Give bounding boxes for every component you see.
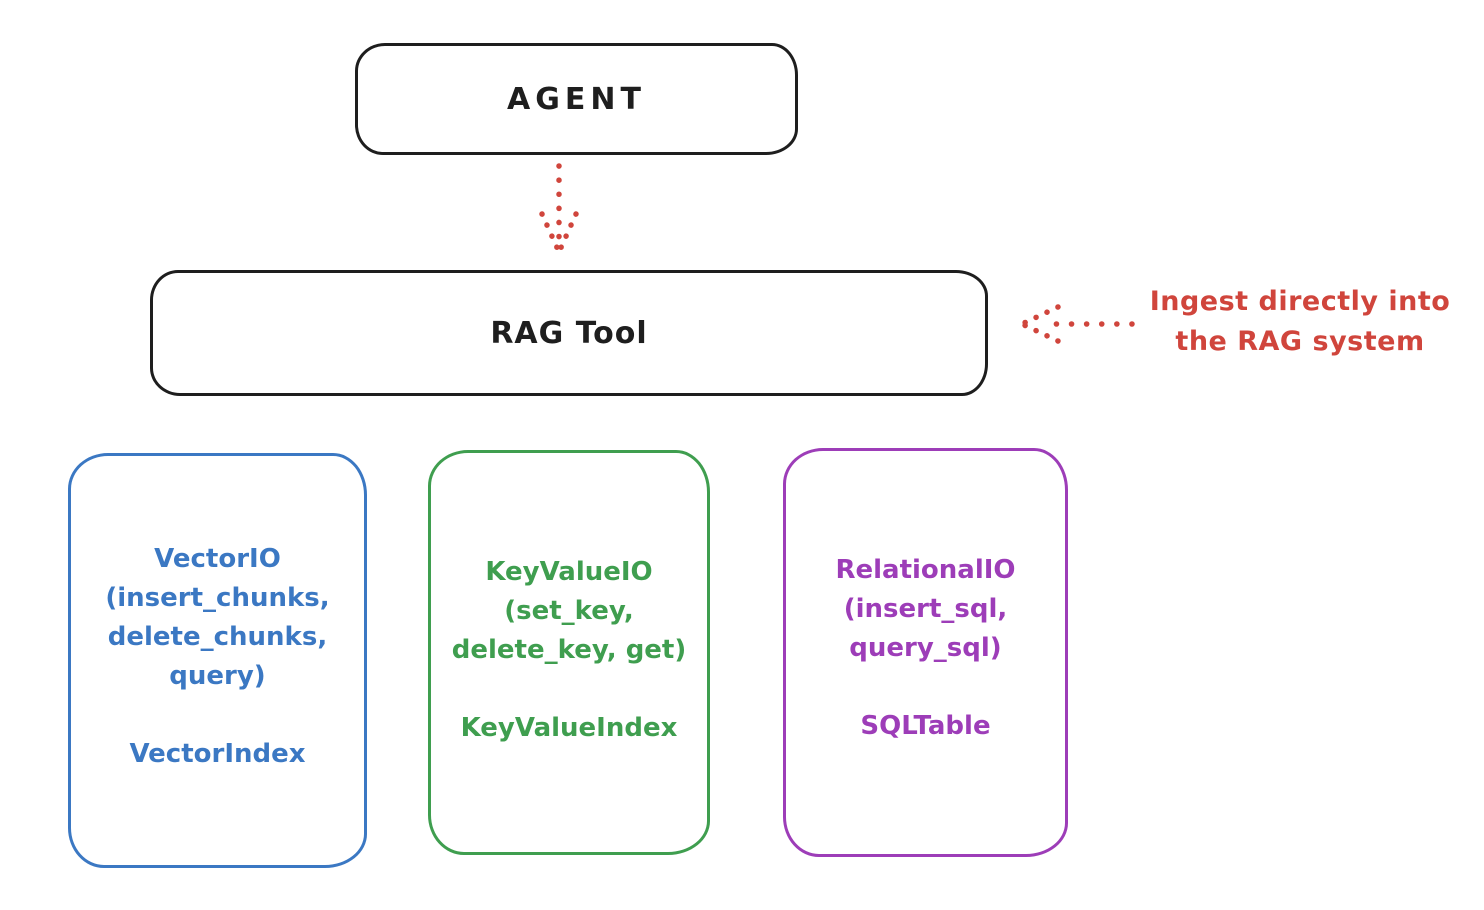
backend-param-line: (insert_chunks,	[105, 583, 330, 613]
backend-param-line: query_sql)	[849, 633, 1002, 663]
keyvalue-io-card: KeyValueIO (set_key, delete_key, get) Ke…	[428, 450, 710, 855]
relational-io-card: RelationalIO (insert_sql, query_sql) SQL…	[783, 448, 1068, 857]
backend-index-label: VectorIndex	[129, 739, 306, 769]
rag-tool-node: RAG Tool	[150, 270, 988, 396]
vector-io-card: VectorIO (insert_chunks, delete_chunks, …	[68, 453, 367, 868]
backend-index-label: KeyValueIndex	[460, 713, 678, 743]
backend-title: RelationalIO	[835, 555, 1016, 585]
backend-index-label: SQLTable	[860, 711, 991, 741]
agent-to-ragtool-dotted-arrow-down	[539, 163, 579, 255]
ingest-annotation-line2: the RAG system	[1175, 326, 1425, 357]
backend-param-line: (set_key,	[504, 596, 634, 626]
backend-title: KeyValueIO	[485, 557, 653, 587]
backend-param-line: delete_key, get)	[451, 635, 687, 665]
ingest-annotation-line1: Ingest directly into	[1149, 286, 1451, 317]
agent-label: AGENT	[507, 81, 646, 117]
arrow-head-right	[556, 211, 579, 255]
backend-param-line: (insert_sql,	[843, 594, 1008, 624]
arrow-head-left	[539, 211, 562, 255]
arrow-head-bottom	[1019, 321, 1061, 344]
backend-param-line: delete_chunks,	[107, 622, 328, 652]
backend-param-line: query)	[169, 661, 266, 691]
backend-title: VectorIO	[154, 544, 281, 574]
rag-tool-label: RAG Tool	[490, 315, 648, 351]
agent-node: AGENT	[355, 43, 798, 155]
arrow-head-top	[1019, 304, 1061, 327]
ingest-dotted-arrow-left	[1019, 304, 1135, 344]
ingest-annotation: Ingest directly into the RAG system	[1125, 282, 1475, 362]
